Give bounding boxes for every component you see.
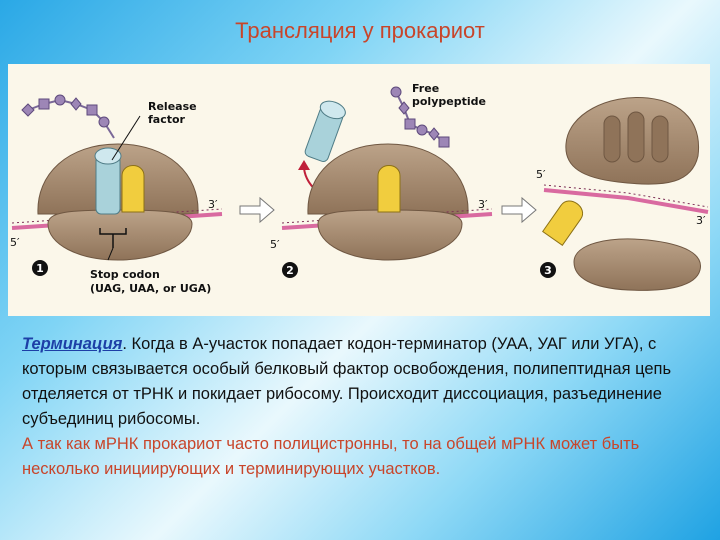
ribosome-small-subunit-2 bbox=[318, 210, 462, 260]
five-prime-end-label-2: 5′ bbox=[270, 238, 280, 251]
five-prime-end-label-1: 5′ bbox=[10, 236, 20, 249]
svg-text:1: 1 bbox=[36, 262, 44, 275]
panel-1: Release factor Stop codon (UAG, UAA, or … bbox=[10, 95, 222, 295]
arrow-step-1-to-2 bbox=[240, 198, 274, 222]
three-prime-end-label-2: 3′ bbox=[478, 198, 488, 211]
three-prime-end-label-1: 3′ bbox=[208, 198, 218, 211]
release-factor-shape bbox=[95, 148, 121, 214]
step-2-badge: 2 bbox=[282, 262, 298, 278]
step-3-badge: 3 bbox=[540, 262, 556, 278]
polypeptide-chain bbox=[22, 95, 114, 138]
trna-shape-2 bbox=[378, 166, 400, 213]
description-text: Терминация. Когда в А-участок попадает к… bbox=[22, 332, 702, 482]
step-1-badge: 1 bbox=[32, 260, 48, 276]
free-polypeptide-label: Free polypeptide bbox=[412, 82, 486, 108]
released-trna bbox=[543, 197, 587, 246]
dissociated-small-subunit bbox=[574, 239, 701, 290]
translation-termination-figure: Release factor Stop codon (UAG, UAA, or … bbox=[8, 64, 710, 316]
panel-3: 3′ 5′ 3 bbox=[536, 97, 708, 290]
svg-text:3: 3 bbox=[544, 264, 552, 277]
departing-release-factor bbox=[303, 98, 348, 163]
polycistronic-note: А так как мРНК прокариот часто полицистр… bbox=[22, 432, 702, 482]
slide-title: Трансляция у прокариот bbox=[0, 18, 720, 44]
term-termination: Терминация bbox=[22, 335, 122, 353]
three-prime-end-label-3: 3′ bbox=[696, 214, 706, 227]
svg-text:2: 2 bbox=[286, 264, 294, 277]
five-prime-end-label-3: 5′ bbox=[536, 168, 546, 181]
arrow-step-2-to-3 bbox=[502, 198, 536, 222]
release-factor-label: Release factor bbox=[148, 100, 200, 126]
stop-codon-label: Stop codon (UAG, UAA, or UGA) bbox=[90, 268, 211, 295]
trna-shape bbox=[122, 166, 144, 213]
ribosome-small-subunit bbox=[48, 210, 192, 260]
panel-2: Free polypeptide 3′ 5′ 2 bbox=[270, 82, 492, 278]
